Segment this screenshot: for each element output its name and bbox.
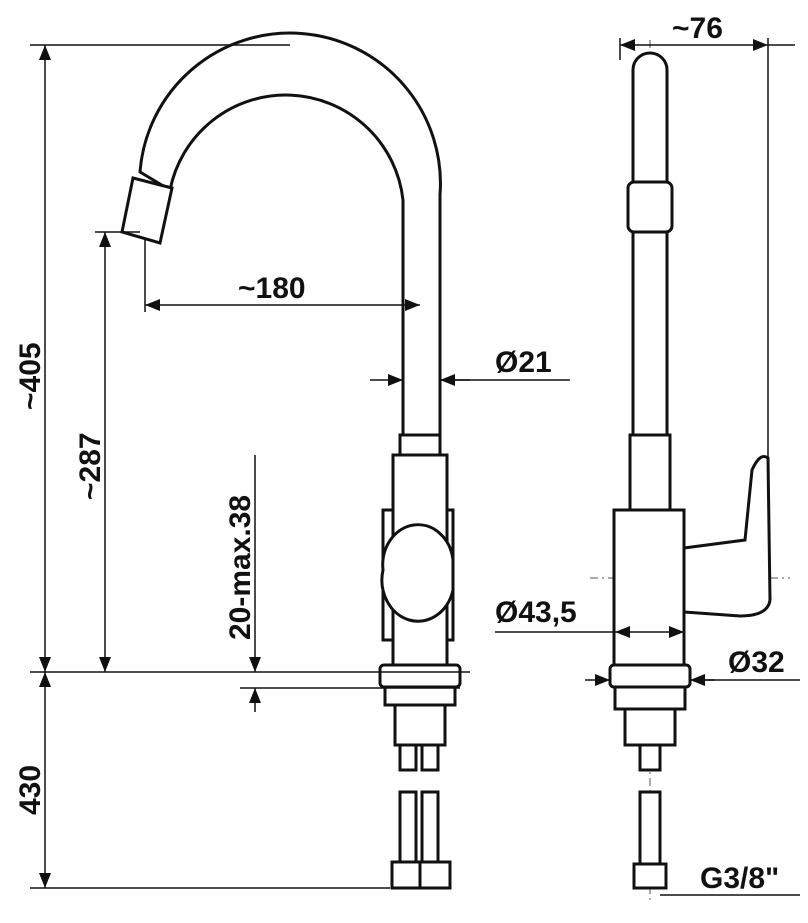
lever [380, 523, 455, 623]
label-spout-diameter: Ø21 [495, 346, 552, 379]
side-nut [613, 685, 687, 711]
label-thread: G3/8" [700, 862, 779, 895]
side-upper-body [628, 433, 672, 512]
side-lever [682, 455, 772, 618]
front-view-faucet [120, 31, 462, 890]
side-shank [623, 707, 677, 747]
hose-left [398, 790, 418, 864]
side-view-faucet [590, 40, 790, 900]
label-body-diameter: Ø43,5 [495, 596, 577, 629]
label-hole-diameter: Ø32 [728, 646, 785, 679]
spout-collar [398, 433, 442, 457]
label-total-height: ~405 [14, 342, 47, 410]
side-aerator [626, 180, 674, 234]
spout [138, 31, 442, 437]
hose-nut-right [418, 860, 452, 890]
side-hose [638, 790, 662, 866]
label-side-depth: ~76 [672, 12, 723, 45]
label-spout-height: ~287 [74, 432, 107, 500]
side-base-ring [608, 663, 692, 689]
label-hose-length: 430 [14, 765, 47, 815]
hose-nut-left [390, 860, 424, 890]
label-counter-thickness: 20-max.38 [224, 495, 257, 640]
pipe-right [420, 743, 440, 772]
pipe-left [398, 743, 418, 772]
dimension-lines [30, 38, 800, 896]
shank [393, 703, 447, 747]
mount-nut [383, 685, 457, 707]
side-spout [631, 51, 669, 437]
side-hose-nut [632, 862, 668, 890]
hose-right [420, 790, 440, 864]
base-ring [378, 663, 462, 689]
aerator-nozzle [120, 176, 174, 245]
side-pipe [638, 743, 662, 772]
label-spout-reach: ~180 [238, 272, 306, 305]
side-body [612, 508, 686, 667]
